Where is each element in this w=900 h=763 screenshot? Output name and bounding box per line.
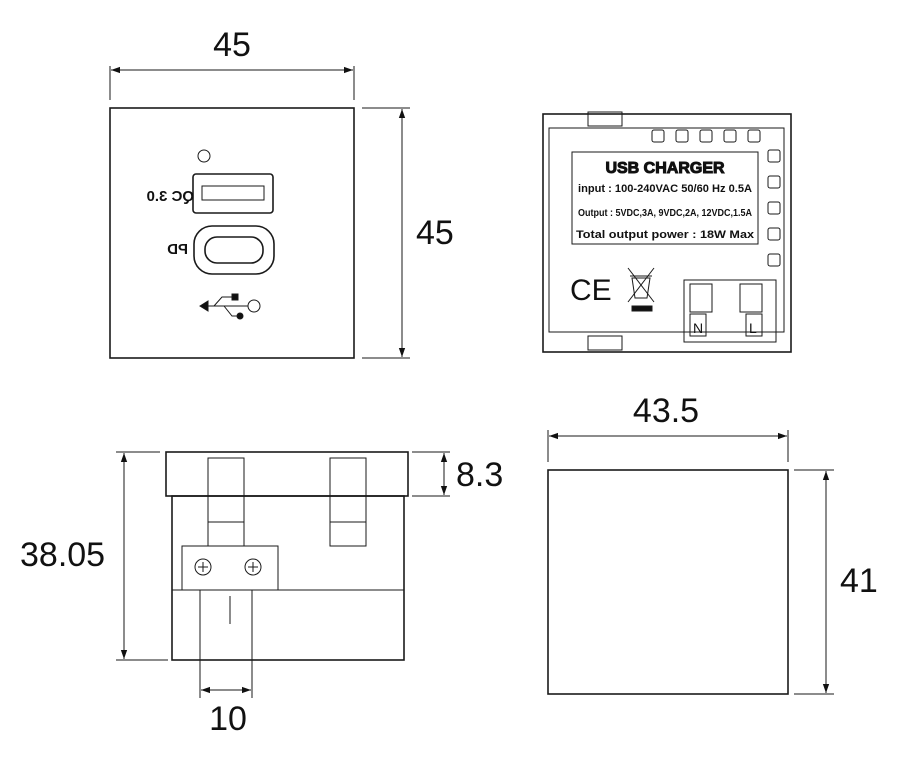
rating-total: Total output power : 18W Max bbox=[576, 229, 755, 241]
rear-body bbox=[542, 113, 792, 353]
terminal-n-label: N bbox=[693, 320, 703, 336]
clip-bottom bbox=[587, 335, 623, 351]
rear-view: USB CHARGER input : 100-240VAC 50/60 Hz … bbox=[542, 111, 792, 353]
pd-label: PD bbox=[167, 241, 188, 258]
back-width-dimension: 43.5 bbox=[633, 392, 699, 430]
side-terminals bbox=[181, 545, 279, 660]
side-height-dimension: 38.05 bbox=[20, 536, 105, 574]
side-clip-left bbox=[207, 457, 245, 547]
clip-top bbox=[587, 111, 623, 127]
usb-symbol-icon bbox=[199, 293, 261, 320]
rating-output: Output : 5VDC,3A, 9VDC,2A, 12VDC,1.5A bbox=[578, 208, 752, 219]
side-view: 38.05 8.3 10 bbox=[20, 451, 503, 738]
side-top-dimension: 8.3 bbox=[456, 456, 503, 494]
back-height-dimension: 41 bbox=[840, 562, 878, 600]
rating-input: input : 100-240VAC 50/60 Hz 0.5A bbox=[578, 183, 752, 195]
led-indicator bbox=[197, 149, 211, 163]
rating-label-panel bbox=[571, 151, 759, 245]
front-width-dimension: 45 bbox=[213, 26, 251, 64]
back-box bbox=[547, 469, 789, 695]
qc-label: QC 3.0 bbox=[146, 188, 194, 205]
weee-bin-icon bbox=[627, 267, 655, 312]
usb-c-port bbox=[193, 225, 275, 275]
back-box-view: 43.5 41 bbox=[547, 392, 878, 695]
top-pins bbox=[651, 129, 761, 143]
front-view: QC 3.0 PD 45 45 bbox=[109, 26, 454, 359]
front-height-dimension: 45 bbox=[416, 214, 454, 252]
side-clip-right bbox=[329, 457, 367, 547]
side-body bbox=[171, 495, 405, 661]
terminal-l-label: L bbox=[749, 320, 757, 336]
right-pins bbox=[767, 149, 781, 267]
side-top-cap bbox=[165, 451, 409, 497]
terminal-block bbox=[683, 279, 777, 343]
rating-title: USB CHARGER bbox=[605, 160, 725, 177]
terminal-spacing-dimension: 10 bbox=[209, 700, 247, 738]
usb-a-port bbox=[192, 173, 274, 214]
ce-mark: CE bbox=[570, 274, 612, 307]
front-faceplate bbox=[109, 107, 355, 359]
